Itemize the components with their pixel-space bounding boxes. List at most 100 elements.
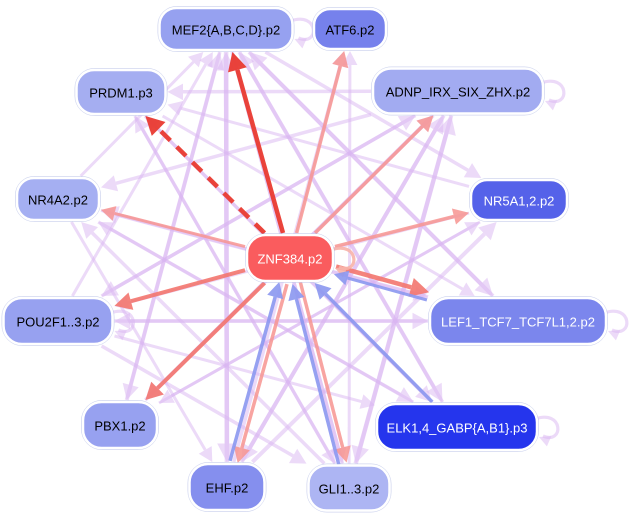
edge-znf384-to-atf6 [294,65,342,234]
node-mef2[interactable]: MEF2{A,B,C,D}.p2 [157,6,295,52]
arrowhead-lef1-to-znf384 [333,270,350,286]
node-elk1[interactable]: ELK1,4_GABP{A,B1}.p3 [375,402,539,452]
node-box [371,67,545,115]
node-outline [469,178,569,222]
arrowhead-znf384-to-nr5a1 [451,208,469,225]
arrowhead-mef2-to-nr5a1 [463,163,482,178]
arrowhead-znf384-to-mef2 [228,52,247,73]
arrowhead-pou2f1-to-elk1 [359,394,375,409]
node-pou2f1[interactable]: POU2F1..3.p2 [1,296,115,346]
node-prdm1[interactable]: PRDM1.p3 [74,68,168,116]
arrowhead-adnp-to-nr4a2 [101,175,119,192]
node-outline [1,296,115,346]
edge-nr5a1-to-prdm1 [180,106,470,188]
edge-mef2-to-lef1 [247,50,483,286]
node-znf384[interactable]: ZNF384.p2 [245,233,335,283]
self-loop-arrowhead-mef2 [294,38,307,49]
node-label: NR5A1,2.p2 [484,194,555,209]
arrowhead-prdm1-to-lef1 [458,282,475,296]
self-loop-arrowhead-lef1 [608,330,621,341]
arrowhead-znf384-to-atf6 [332,51,349,69]
arrowhead-znf384-to-pou2f1 [114,292,134,310]
node-nr4a2[interactable]: NR4A2.p2 [15,176,101,222]
node-box [2,296,114,346]
node-lef1[interactable]: LEF1_TCF7_TCF7L1,2.p2 [428,296,608,346]
edge-mef2-to-ehf [223,51,230,444]
node-adnp[interactable]: ADNP_IRX_SIX_ZHX.p2 [371,66,545,116]
node-label: NR4A2.p2 [28,193,88,208]
edge-znf384-to-prdm1 [157,127,267,235]
node-label: ADNP_IRX_SIX_ZHX.p2 [386,85,531,100]
arrowhead-mef2-to-elk1 [426,382,443,402]
node-outline [15,176,101,222]
node-box [15,176,101,222]
node-gli1[interactable]: GLI1..3.p2 [306,463,392,513]
arrowhead-znf384-to-lef1 [408,278,430,297]
edge-nr5a1-to-pbx1 [170,220,481,398]
node-box [428,296,608,346]
arrowhead-adnp-to-ehf [241,442,258,462]
arrowhead-pou2f1-to-lef1 [412,312,428,330]
node-outline [81,400,159,450]
edge-nr4a2-to-ehf [70,221,207,451]
arrowhead-mef2-to-pbx1 [122,382,139,400]
arrowhead-prdm1-to-gli1 [321,447,335,464]
self-loop-arrowhead-znf384 [335,267,348,278]
edge-ehf-to-znf384 [228,296,277,462]
node-outline [187,462,267,512]
node-ehf[interactable]: EHF.p2 [187,462,267,512]
edge-lef1-to-znf384 [346,276,428,302]
edge-znf384-to-ehf [240,283,289,449]
edge-layer-salmon2 [114,264,430,400]
arrowhead-ehf-to-znf384 [267,281,284,300]
arrowhead-znf384-to-nr4a2 [101,206,117,221]
self-loop-arrowhead-pou2f1 [114,330,127,341]
node-outline [157,6,295,52]
edge-adnp-to-prdm1 [182,89,372,94]
edge-gli1-to-nr4a2 [90,231,326,465]
edge-mef2-to-pbx1 [129,51,222,386]
node-box [245,233,335,283]
edge-layer-blue [228,270,434,465]
arrowhead-znf384-to-ehf [233,445,250,464]
node-label: PBX1.p2 [94,419,145,434]
edge-znf384-to-nr4a2 [114,211,246,249]
edge-znf384-to-nr5a1 [334,214,455,249]
node-label: PRDM1.p3 [89,86,153,101]
node-label: ELK1,4_GABP{A,B1}.p3 [387,421,528,436]
node-box [81,400,159,450]
edge-mef2-to-elk1 [237,50,436,389]
node-atf6[interactable]: ATF6.p2 [312,7,388,51]
edge-gli1-to-atf6 [347,64,352,464]
arrowhead-nr4a2-to-elk1 [395,387,414,402]
edge-elk1-to-znf384 [324,292,434,404]
node-outline [428,296,608,346]
edge-ehf-to-nr5a1 [250,232,486,464]
node-box [312,7,388,51]
node-box [158,6,294,52]
node-box [307,464,391,512]
arrowhead-adnp-to-gli1 [351,444,369,464]
node-outline [375,402,539,452]
node-nr5a1[interactable]: NR5A1,2.p2 [469,178,569,222]
arrowhead-elk1-to-znf384 [314,283,332,300]
arrowhead-ehf-to-nr5a1 [478,222,497,241]
node-outline [245,233,335,283]
arrowhead-pou2f1-to-gli1 [289,448,307,464]
edge-znf384-to-adnp [313,125,424,235]
edge-adnp-to-gli1 [358,114,454,448]
node-label: ZNF384.p2 [257,252,322,267]
self-loop-arrowhead-adnp [545,100,558,111]
node-pbx1[interactable]: PBX1.p2 [81,400,159,450]
node-label: MEF2{A,B,C,D}.p2 [172,23,280,38]
edge-pou2f1-to-gli1 [100,344,294,458]
edge-adnp-to-nr4a2 [115,112,372,185]
node-outline [371,66,545,116]
edge-znf384-to-pbx1 [156,281,267,390]
arrowhead-mef2-to-lef1 [474,277,493,296]
node-outline [306,463,392,513]
node-box [375,402,539,452]
node-outline [312,7,388,51]
